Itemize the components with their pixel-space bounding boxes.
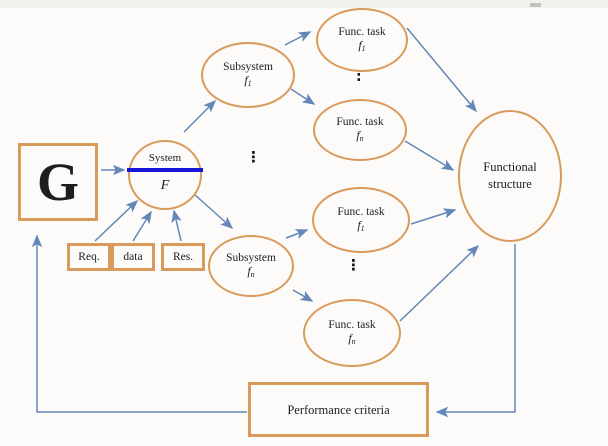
functional-structure-node: Functional structure bbox=[458, 110, 562, 242]
requirements-label: Req. bbox=[78, 251, 100, 263]
vertical-ellipsis-func-tasks-top: : bbox=[356, 69, 362, 85]
func-task-label: Func. task bbox=[336, 116, 384, 128]
func-task-symbol: f1 bbox=[358, 39, 365, 55]
func-task-label: Func. task bbox=[337, 206, 385, 218]
arrow-functask1-to-structure bbox=[406, 27, 477, 113]
func-task-f1-top-node: Func. task f1 bbox=[316, 8, 408, 72]
goal-label: G bbox=[36, 152, 79, 212]
subsystem-fn-symbol: fn bbox=[247, 265, 254, 281]
func-task-label: Func. task bbox=[328, 319, 376, 331]
arrow-data-to-system bbox=[132, 210, 152, 242]
func-task-symbol: f1 bbox=[357, 219, 364, 235]
arrow-res-to-system bbox=[171, 209, 182, 242]
symbol-subscript: n bbox=[351, 337, 356, 346]
subsystem-f1-label: Subsystem bbox=[223, 61, 273, 73]
resources-node: Res. bbox=[161, 243, 205, 271]
func-task-fn-top-node: Func. task fn bbox=[313, 99, 407, 161]
arrow-req-to-system bbox=[94, 199, 139, 242]
arrow-functaskN-to-structure bbox=[404, 140, 455, 171]
func-task-symbol: fn bbox=[356, 129, 363, 145]
arrow-structure-to-performance bbox=[435, 244, 516, 418]
arrow-subsystemN-to-functaskNb bbox=[292, 289, 314, 302]
subsystem-fn-label: Subsystem bbox=[226, 252, 276, 264]
func-task-label: Func. task bbox=[338, 26, 386, 38]
vertical-ellipsis-func-tasks-bottom: ⋮ bbox=[346, 256, 361, 274]
symbol-subscript: 1 bbox=[361, 44, 366, 53]
arrow-subsystem1-to-functask1 bbox=[284, 31, 312, 46]
symbol-f: f bbox=[358, 38, 362, 52]
resources-label: Res. bbox=[172, 251, 194, 263]
symbol-f: f bbox=[356, 128, 360, 142]
symbol-f: f bbox=[244, 73, 248, 87]
arrow-functaskNb-to-structure bbox=[399, 244, 480, 322]
subsystem-fn-node: Subsystem fn bbox=[208, 235, 294, 297]
func-task-f1-bottom-node: Func. task f1 bbox=[312, 187, 410, 253]
arrow-subsystemN-to-functask1b bbox=[285, 229, 309, 239]
subsystem-f1-symbol: f1 bbox=[244, 74, 251, 90]
page-top-strip bbox=[0, 0, 608, 8]
requirements-node: Req. bbox=[67, 243, 111, 271]
func-task-symbol: fn bbox=[348, 332, 355, 348]
system-divider-line bbox=[127, 168, 203, 172]
arrow-subsystem1-to-functaskN bbox=[290, 88, 316, 105]
symbol-f: f bbox=[357, 218, 361, 232]
func-task-fn-bottom-node: Func. task fn bbox=[303, 299, 401, 367]
goal-node: G bbox=[18, 143, 98, 221]
symbol-subscript: 1 bbox=[360, 224, 365, 233]
performance-criteria-label: Performance criteria bbox=[287, 402, 390, 417]
system-node: System F bbox=[127, 140, 203, 210]
arrow-performance-to-goal bbox=[31, 234, 247, 413]
arrow-system-to-subsystemN bbox=[193, 193, 234, 230]
arrow-functask1b-to-structure bbox=[410, 208, 457, 225]
performance-criteria-node: Performance criteria bbox=[248, 382, 429, 437]
vertical-ellipsis-subsystems: ⋮ bbox=[246, 148, 261, 166]
symbol-f: f bbox=[247, 264, 251, 278]
system-label: System bbox=[148, 152, 182, 164]
data-node: data bbox=[111, 243, 155, 271]
symbol-subscript: n bbox=[359, 134, 364, 143]
system-symbol: F bbox=[160, 178, 170, 193]
data-label: data bbox=[123, 251, 143, 263]
functional-structure-label: Functional structure bbox=[483, 160, 537, 191]
subsystem-f1-node: Subsystem f1 bbox=[201, 42, 295, 108]
symbol-f: f bbox=[348, 331, 352, 345]
arrow-system-to-subsystem1 bbox=[183, 99, 217, 133]
symbol-subscript: 1 bbox=[247, 79, 252, 88]
gray-dash-artifact bbox=[530, 3, 541, 7]
symbol-subscript: n bbox=[250, 270, 255, 279]
